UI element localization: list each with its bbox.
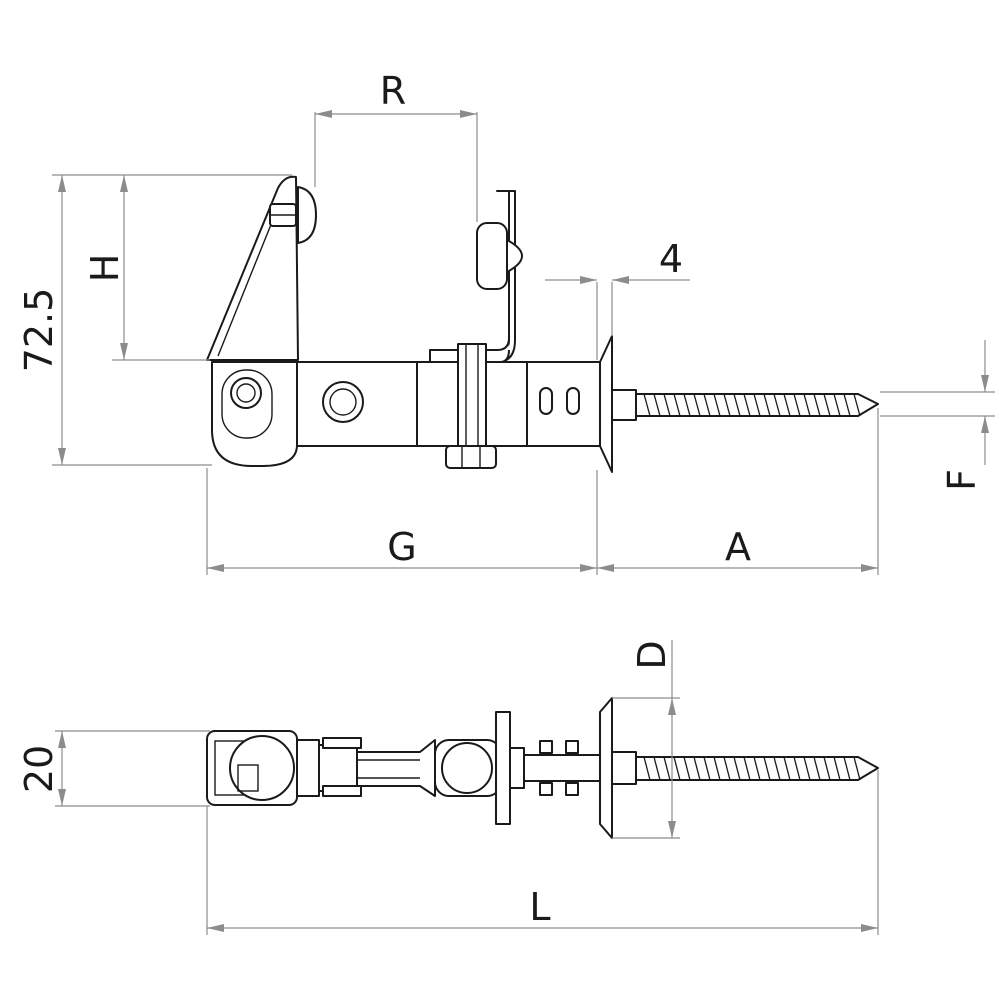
vertical-bolt <box>457 343 487 447</box>
thread-tooth <box>653 756 661 781</box>
label-G: G <box>387 525 416 569</box>
thread-tooth <box>843 393 851 417</box>
thread-tooth <box>703 756 711 781</box>
thread-tooth <box>843 756 851 781</box>
thread-tooth <box>753 393 761 417</box>
thread-tooth <box>743 756 751 781</box>
side-view <box>206 175 879 473</box>
mount-plate <box>495 711 511 825</box>
thread-tooth <box>723 756 731 781</box>
thread-tooth <box>663 393 671 417</box>
thread-tooth <box>753 756 761 781</box>
flange <box>599 335 613 473</box>
screw-thread <box>643 393 861 417</box>
thread-tooth <box>853 756 861 781</box>
thread-tooth <box>673 393 681 417</box>
label-20: 20 <box>17 745 61 793</box>
thread-tooth <box>733 393 741 417</box>
label-72-5: 72.5 <box>17 288 61 373</box>
thread-tooth <box>683 756 691 781</box>
thread-tooth <box>733 756 741 781</box>
label-4: 4 <box>659 237 683 281</box>
thread-tooth <box>813 756 821 781</box>
thread-tooth <box>683 393 691 417</box>
thread-tooth <box>773 756 781 781</box>
label-F: F <box>940 469 984 491</box>
thread-tooth <box>673 756 681 781</box>
thread-tooth <box>713 756 721 781</box>
thread-tooth <box>693 393 701 417</box>
thread-tooth <box>833 756 841 781</box>
dimension-lines <box>52 110 995 935</box>
label-R: R <box>380 69 406 113</box>
thread-tooth <box>823 393 831 417</box>
thread-tooth <box>643 756 651 781</box>
rod <box>356 739 436 797</box>
thread-tooth <box>813 393 821 417</box>
top-view <box>206 697 879 839</box>
thread-tooth <box>853 393 861 417</box>
screw-thread-top <box>643 756 861 781</box>
hook-knob <box>297 186 317 244</box>
thread-tooth <box>653 393 661 417</box>
thread-tooth <box>663 756 671 781</box>
thread-tooth <box>803 393 811 417</box>
thread-tooth <box>643 393 651 417</box>
hinge-eye <box>211 361 298 467</box>
thread-tooth <box>723 393 731 417</box>
thread-tooth <box>783 393 791 417</box>
label-A: A <box>725 525 751 569</box>
thread-tooth <box>793 393 801 417</box>
label-D: D <box>630 640 674 669</box>
hex-nut <box>445 445 497 469</box>
label-L: L <box>529 885 550 929</box>
thread-tooth <box>793 756 801 781</box>
dimension-labels: R H 72.5 4 F G A D 20 L <box>17 69 984 929</box>
thread-tooth <box>763 756 771 781</box>
thread-tooth <box>713 393 721 417</box>
thread-tooth <box>693 756 701 781</box>
flange-top <box>599 697 613 839</box>
thread-tooth <box>823 756 831 781</box>
thread-tooth <box>803 756 811 781</box>
thread-tooth <box>763 393 771 417</box>
thread-tooth <box>743 393 751 417</box>
thread-tooth <box>783 756 791 781</box>
thread-tooth <box>703 393 711 417</box>
thread-tooth <box>773 393 781 417</box>
label-H: H <box>83 254 127 283</box>
thread-tooth <box>833 393 841 417</box>
